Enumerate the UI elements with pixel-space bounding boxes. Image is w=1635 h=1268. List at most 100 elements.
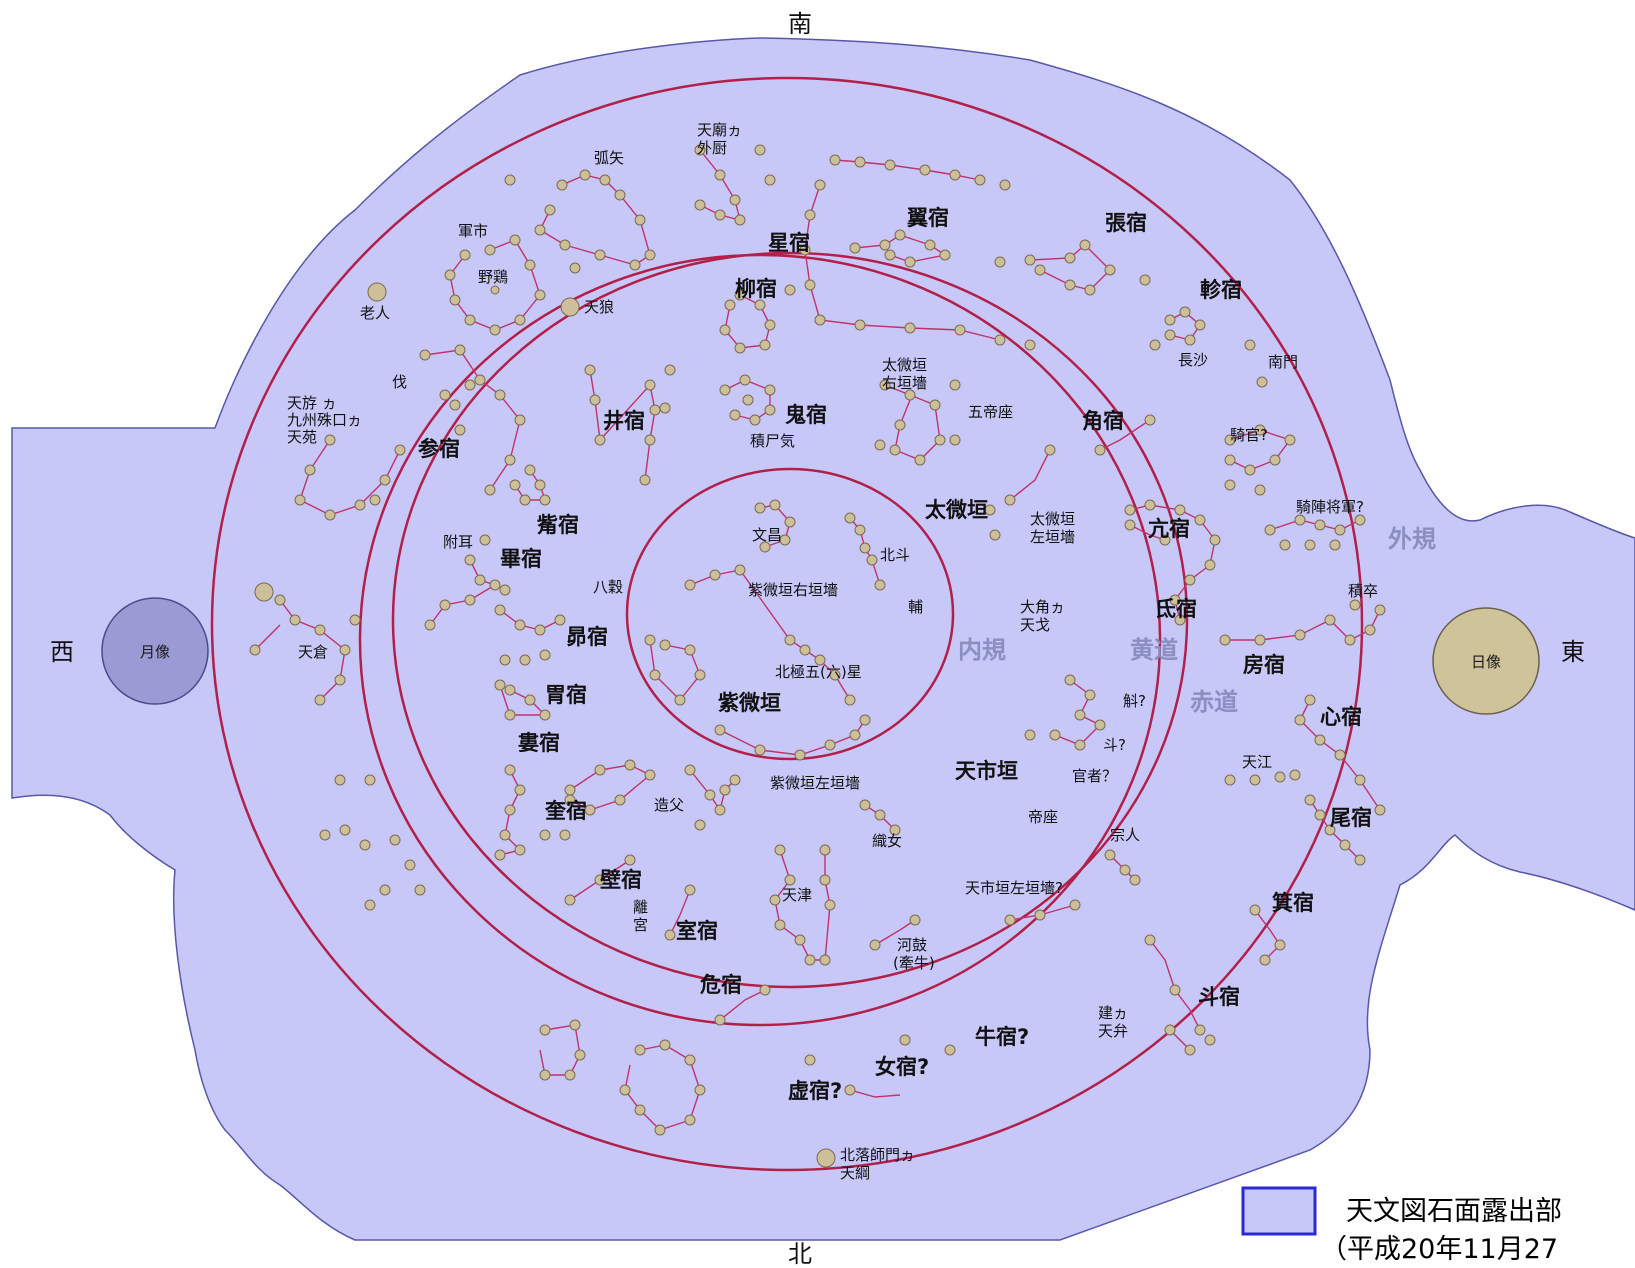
label-taikaku: 大角ヵ <box>1020 598 1065 616</box>
label-shinshuku-tail: 軫宿 <box>1200 278 1242 302</box>
label-zofu: 造父 <box>654 796 684 814</box>
stone-surface <box>11 37 1635 1241</box>
ecliptic-ring <box>358 253 1162 1027</box>
label-boshuku: 房宿 <box>1243 653 1285 677</box>
label-rojin: 老人 <box>360 304 390 322</box>
label-kikan: 騎官? <box>1230 426 1268 444</box>
stars <box>249 144 1386 1168</box>
label-taibi-left1: 太微垣 <box>1030 510 1075 528</box>
label-sekishiki: 積尸気 <box>750 432 795 450</box>
label-kishuku-winnow: 箕宿 <box>1272 891 1314 915</box>
label-tenshi-left: 天市垣左垣墻? <box>965 879 1063 897</box>
label-kishuku-danger: 危宿 <box>700 973 742 997</box>
ring-label-ecliptic: 黄道 <box>1130 636 1178 664</box>
label-kyoshuku: 虚宿? <box>788 1079 842 1103</box>
label-kishuku: 鬼宿 <box>785 403 827 427</box>
label-heki: 壁宿 <box>600 868 642 892</box>
sun-label: 日像 <box>1471 653 1501 671</box>
equator-ring <box>391 251 1189 989</box>
label-joshuku: 女宿? <box>875 1055 929 1079</box>
label-tenro: 天狼 <box>584 298 614 316</box>
legend-swatch <box>1241 1186 1317 1236</box>
label-tenyu: 天斿 ヵ <box>287 394 337 412</box>
label-hisshuku: 畢宿 <box>500 547 542 571</box>
outer-ring <box>210 76 1364 1172</box>
label-kenka: 建ヵ <box>1098 1004 1128 1022</box>
label-hokuto: 北斗 <box>880 546 910 564</box>
direction-east: 東 <box>1561 638 1585 666</box>
label-ho: 輔 <box>908 598 923 616</box>
label-tenbo: 天戈 <box>1020 616 1050 634</box>
label-gyushuku: 牛宿? <box>975 1025 1029 1049</box>
label-gotei: 五帝座 <box>968 403 1013 421</box>
label-taibi: 太微垣 <box>925 498 988 522</box>
label-shitsu: 室宿 <box>676 919 718 943</box>
label-shibi-left: 紫微垣左垣墻 <box>770 774 860 792</box>
inner-ring <box>625 467 955 761</box>
label-chosa: 長沙 <box>1178 351 1208 369</box>
label-roshuku: 婁宿 <box>518 731 560 755</box>
label-shishuku: 觜宿 <box>537 513 579 537</box>
ring-label-outer: 外規 <box>1388 525 1436 553</box>
label-sojin: 宗人 <box>1110 826 1140 844</box>
label-kijin: 騎陣将軍? <box>1296 498 1364 516</box>
label-hokkyoku: 北極五(六)星 <box>775 663 862 681</box>
label-koku: 斛? <box>1123 692 1146 710</box>
label-teishuku: 氐宿 <box>1155 597 1197 621</box>
label-to: 斗? <box>1103 736 1126 754</box>
label-taibi-right2: 右垣墻 <box>882 374 927 392</box>
label-ryushuku: 柳宿 <box>735 277 777 301</box>
label-seishuku-well: 井宿 <box>603 409 645 433</box>
label-tenshi: 天市垣 <box>955 759 1018 783</box>
label-ri2: 宮 <box>633 916 648 934</box>
label-keishuku: 奎宿 <box>544 799 587 823</box>
label-toshuku: 斗宿 <box>1198 985 1240 1009</box>
label-tenko2: 天綱 <box>840 1164 870 1182</box>
label-kansha: 官者？ <box>1072 767 1117 785</box>
direction-north: 北 <box>788 1240 812 1268</box>
legend-line2: （平成20年11月27 <box>1320 1234 1558 1265</box>
legend-line1: 天文図石面露出部 <box>1346 1196 1562 1227</box>
label-bunsho: 文昌 <box>752 526 782 544</box>
label-batsu: 伐 <box>392 373 407 391</box>
label-bishuku: 尾宿 <box>1330 806 1372 830</box>
label-shokujo: 織女 <box>872 832 902 850</box>
moon-label: 月像 <box>140 643 170 661</box>
label-ri1: 離 <box>633 898 648 916</box>
label-hachikoku: 八穀 <box>593 578 623 596</box>
direction-south: 南 <box>788 10 812 38</box>
ring-label-inner: 内規 <box>958 636 1006 664</box>
constellation-labels: 北斗 文昌 八穀 紫微垣右垣墻 輔 北極五(六)星 紫微垣 紫微垣左垣墻 天廟ヵ… <box>287 121 1378 1182</box>
ring-label-equator: 赤道 <box>1190 688 1238 716</box>
label-shushin: 心宿 <box>1320 705 1362 729</box>
label-shibi: 紫微垣 <box>718 691 781 715</box>
direction-west: 西 <box>50 638 74 666</box>
label-sekisotsu: 積卒 <box>1348 582 1378 600</box>
label-koshuku: 亢宿 <box>1148 517 1190 541</box>
label-fuji: 附耳 <box>443 533 473 551</box>
label-tenen: 天苑 <box>287 428 317 446</box>
moon-disc <box>101 597 209 705</box>
label-shibi-right: 紫微垣右垣墻 <box>748 581 838 599</box>
sun-disc <box>1432 607 1540 715</box>
label-tenmyo: 天廟ヵ <box>697 121 742 139</box>
label-tenko: 天江 <box>1242 753 1272 771</box>
label-bosu: 昴宿 <box>566 625 608 649</box>
label-yokushuku: 翼宿 <box>907 206 949 230</box>
label-seishuku: 星宿 <box>768 231 810 255</box>
label-tenshin: 天津 <box>782 886 812 904</box>
label-tenben: 天弁 <box>1098 1022 1128 1040</box>
label-kengyu: (牽牛) <box>893 954 935 972</box>
label-kako: 河鼓 <box>897 936 927 954</box>
label-hokuraku: 北落師門ヵ <box>840 1146 915 1164</box>
label-taibi-left2: 左垣墻 <box>1030 528 1075 546</box>
label-gaichu: 外厨 <box>697 139 727 157</box>
label-nanmon: 南門 <box>1268 353 1298 371</box>
label-shinshuku: 参宿 <box>418 437 460 461</box>
label-kyushu: 九州殊口ヵ <box>287 411 362 429</box>
label-choshuku: 張宿 <box>1105 211 1147 235</box>
label-kakushuku: 角宿 <box>1082 409 1124 433</box>
rings <box>210 76 1364 1172</box>
label-ishuku: 胃宿 <box>545 683 587 707</box>
